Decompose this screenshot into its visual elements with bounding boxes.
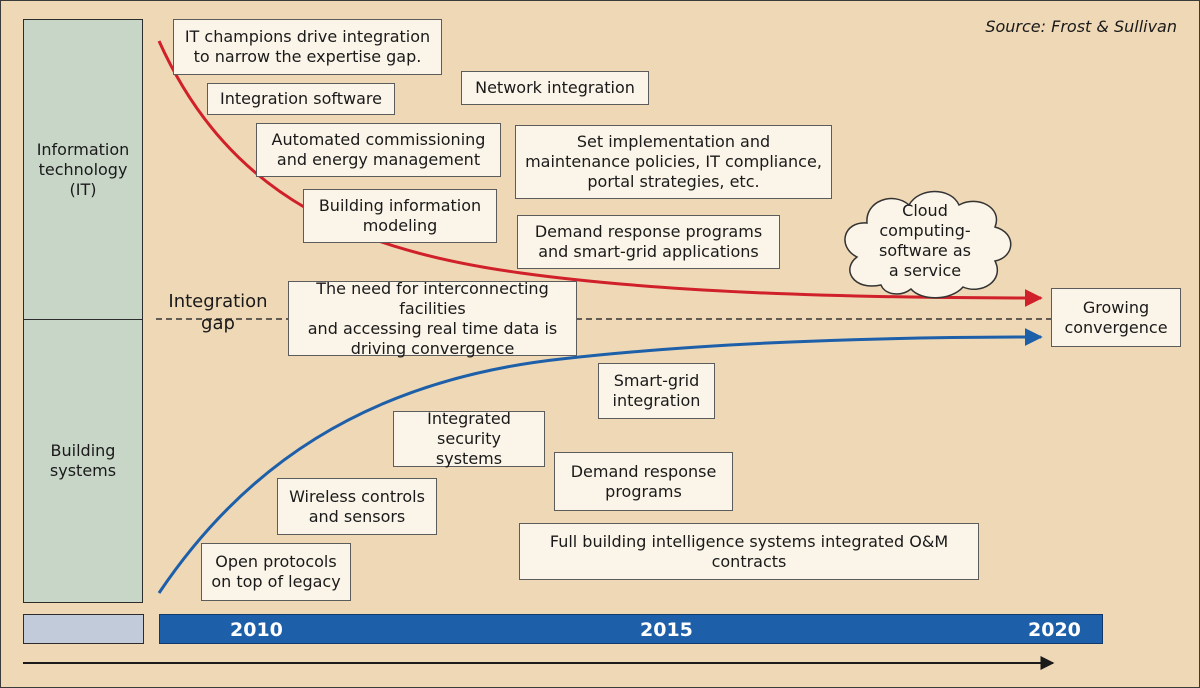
it-box-demand-response-smart-grid: Demand response programs and smart-grid … [517, 215, 780, 269]
year-2010: 2010 [230, 619, 283, 641]
building-box-smart-grid-integration: Smart-grid integration [598, 363, 715, 419]
building-systems-panel: Building systems [23, 319, 143, 603]
building-box-wireless-controls: Wireless controls and sensors [277, 478, 437, 535]
timeline-legend-swatch [23, 614, 144, 644]
year-2020: 2020 [1028, 619, 1081, 641]
it-box-building-information-modeling: Building information modeling [303, 189, 497, 243]
cloud-label: Cloud computing- software as a service [879, 201, 971, 280]
building-box-integrated-security: Integrated security systems [393, 409, 545, 468]
building-box-open-protocols: Open protocols on top of legacy [201, 543, 351, 601]
timeline-bar: 2010 2015 2020 [159, 614, 1103, 644]
integration-gap-label: Integration gap [168, 291, 268, 334]
it-curve [157, 40, 1043, 307]
building-systems-curve [157, 328, 1043, 594]
building-box-full-building-intelligence: Full building intelligence systems integ… [519, 523, 979, 580]
source-credit: Source: Frost & Sullivan [985, 17, 1177, 36]
it-box-automated-commissioning: Automated commissioning and energy manag… [256, 123, 501, 177]
building-box-demand-response-programs: Demand response programs [554, 452, 733, 511]
growing-convergence-box: Growing convergence [1051, 288, 1181, 347]
gap-box-interconnecting-facilities: The need for interconnecting facilities … [288, 279, 577, 358]
it-panel: Information technology (IT) [23, 19, 143, 320]
cloud-shape [844, 190, 1012, 299]
year-2015: 2015 [640, 619, 693, 641]
it-box-policies: Set implementation and maintenance polic… [515, 125, 832, 199]
it-box-network-integration: Network integration [461, 71, 649, 105]
it-box-integration-software: Integration software [207, 83, 395, 115]
it-box-it-champions: IT champions drive integration to narrow… [173, 19, 442, 75]
